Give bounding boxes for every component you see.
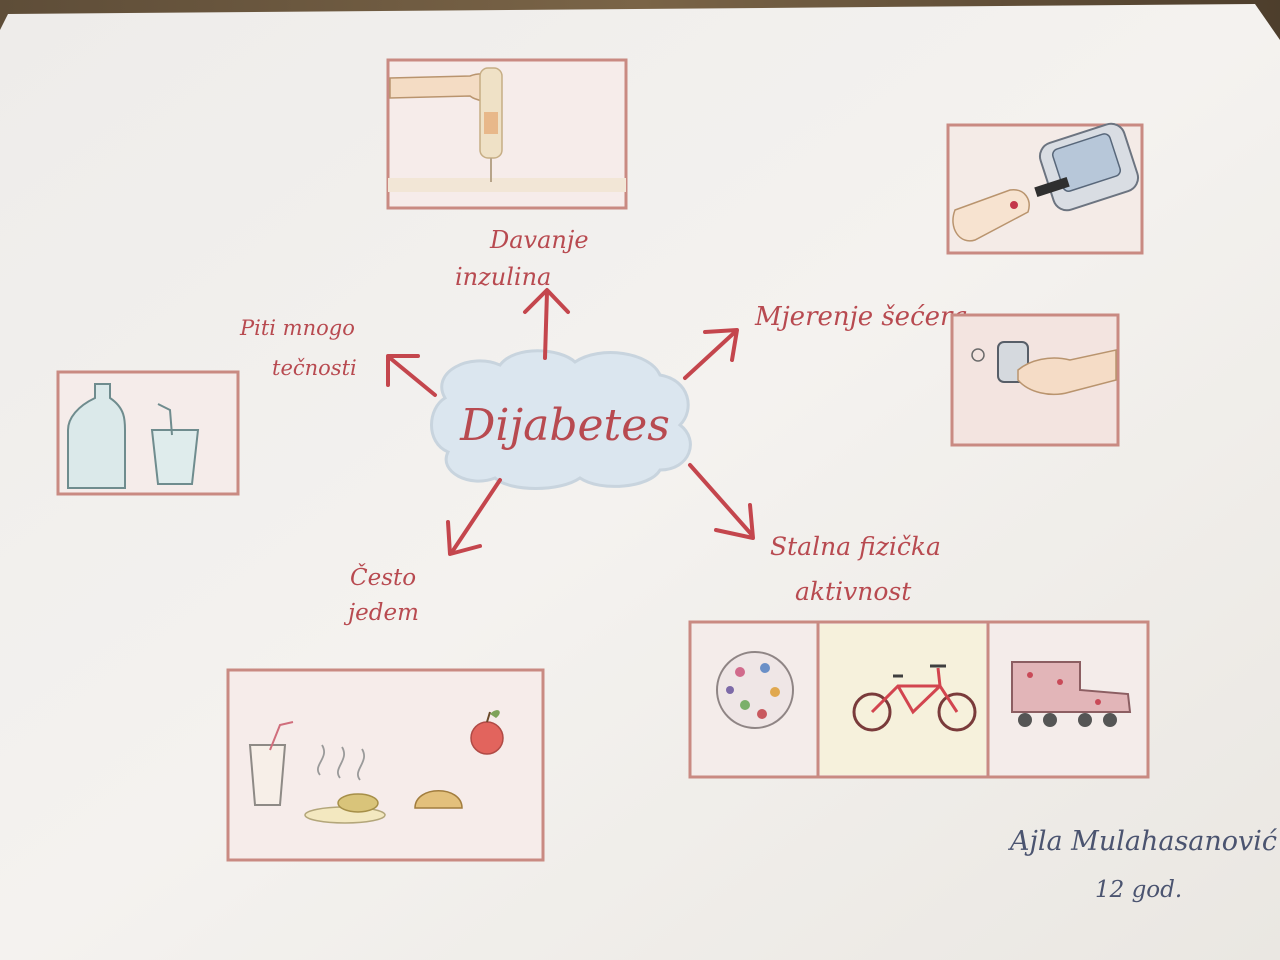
eat-label-line1: Često bbox=[350, 564, 416, 591]
blood-drop-icon bbox=[1010, 201, 1018, 209]
measure-label: Mjerenje šećera bbox=[754, 302, 968, 332]
activity-label-line2: aktivnost bbox=[795, 577, 912, 606]
arrow-measure bbox=[683, 328, 739, 380]
arm-shape bbox=[1017, 349, 1117, 396]
finger-shape bbox=[952, 189, 1030, 242]
insulin-label-line2: inzulina bbox=[455, 263, 551, 291]
drink-glass-icon bbox=[248, 744, 287, 806]
author-age: 12 god. bbox=[1095, 877, 1182, 903]
branch-measure: Mjerenje šećera bbox=[754, 302, 968, 332]
ball-icon bbox=[716, 651, 794, 729]
eat-label-line2: jedem bbox=[343, 600, 419, 626]
branch-eat: Često jedem bbox=[343, 564, 419, 626]
arrows bbox=[386, 288, 755, 556]
cell-background bbox=[820, 624, 986, 775]
test-strip bbox=[1034, 176, 1070, 198]
bottle-icon bbox=[67, 383, 126, 489]
activity-label-line1: Stalna fizička bbox=[770, 532, 941, 561]
branch-activity: Stalna fizička aktivnost bbox=[770, 532, 941, 606]
arrow-drink bbox=[386, 354, 437, 397]
bicycle-icon bbox=[852, 664, 977, 732]
table-edge bbox=[388, 178, 626, 192]
bread-bun-icon bbox=[414, 790, 463, 809]
author-name: Ajla Mulahasanović bbox=[1007, 826, 1278, 857]
arrow-activity bbox=[688, 463, 755, 540]
apple-stem bbox=[486, 711, 491, 723]
center-node: Dijabetes bbox=[430, 349, 692, 490]
food-picture bbox=[226, 668, 545, 862]
drink-label-line1: Piti mnogo bbox=[239, 316, 355, 340]
center-label: Dijabetes bbox=[459, 400, 670, 451]
roller-skate-icon bbox=[1011, 661, 1132, 727]
arrow-eat bbox=[446, 478, 502, 556]
straw-icon bbox=[269, 721, 294, 751]
measuring-hand-picture bbox=[950, 313, 1120, 447]
insulin-pen-picture bbox=[386, 58, 628, 210]
branch-insulin: Davanje inzulina bbox=[455, 226, 589, 291]
pen-window bbox=[484, 112, 498, 134]
dish-food-icon bbox=[337, 793, 379, 813]
signature: Ajla Mulahasanović 12 god. bbox=[1007, 826, 1278, 903]
arrow-insulin bbox=[523, 288, 570, 360]
circle-mark bbox=[971, 348, 985, 362]
branch-drink: Piti mnogo tečnosti bbox=[239, 316, 357, 380]
apple-leaf bbox=[490, 710, 500, 718]
steam-icon bbox=[317, 744, 365, 781]
insulin-label-line1: Davanje bbox=[489, 226, 589, 254]
glucometer-screen bbox=[1051, 133, 1122, 192]
straw-icon bbox=[157, 403, 173, 436]
drink-label-line2: tečnosti bbox=[272, 356, 357, 380]
glass-icon bbox=[150, 429, 200, 485]
apple-icon bbox=[470, 721, 504, 755]
glucometer-picture bbox=[946, 122, 1144, 255]
activity-picture bbox=[688, 620, 1150, 779]
drinks-picture bbox=[56, 370, 240, 496]
cloud-shape bbox=[430, 349, 692, 490]
